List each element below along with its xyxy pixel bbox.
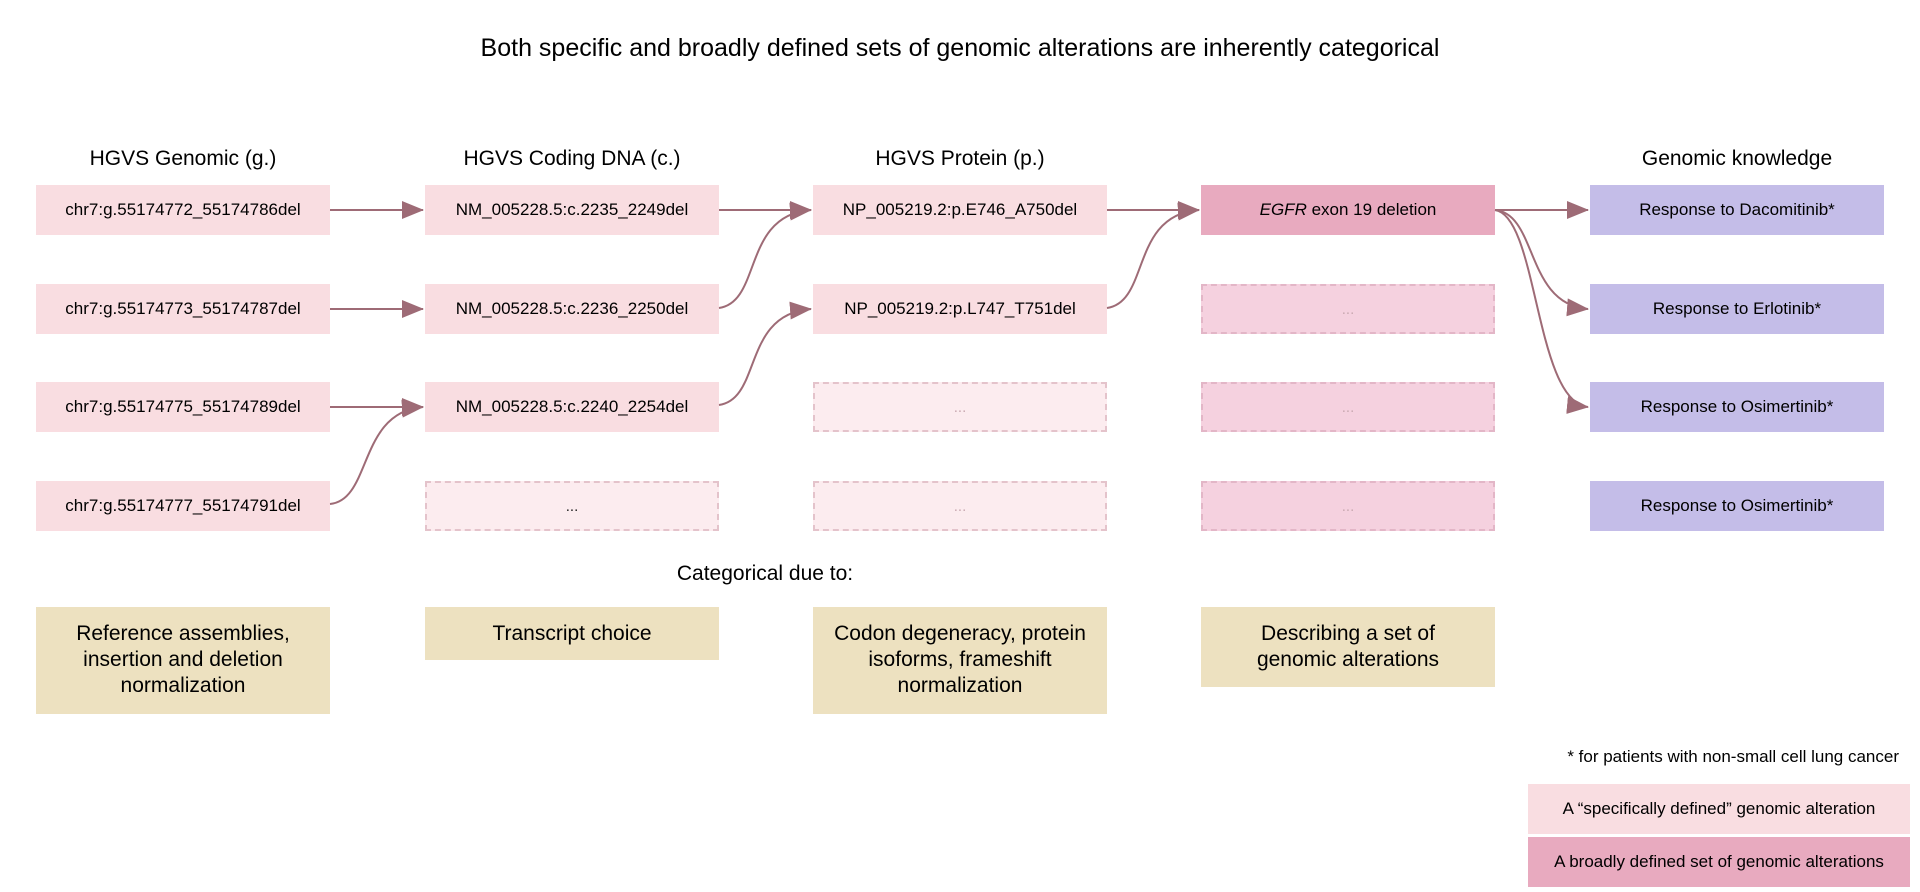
protein-placeholder-box: ... xyxy=(813,382,1107,432)
arrow xyxy=(718,301,812,406)
broad-set-box: EGFR exon 19 deletion xyxy=(1201,185,1495,235)
coding-dna-placeholder-box: ... xyxy=(425,481,719,531)
reason-box: Reference assemblies, insertion and dele… xyxy=(36,607,330,714)
protein-box: NP_005219.2:p.E746_A750del xyxy=(813,185,1107,235)
reason-box: Codon degeneracy, protein isoforms, fram… xyxy=(813,607,1107,714)
legend-specific: A “specifically defined” genomic alterat… xyxy=(1528,784,1910,834)
categorical-label: Categorical due to: xyxy=(676,562,854,585)
broad-set-placeholder-box: ... xyxy=(1201,382,1495,432)
protein-box: NP_005219.2:p.L747_T751del xyxy=(813,284,1107,334)
genomic-alteration-box: chr7:g.55174772_55174786del xyxy=(36,185,330,235)
knowledge-box: Response to Erlotinib* xyxy=(1590,284,1884,334)
knowledge-box: Response to Dacomitinib* xyxy=(1590,185,1884,235)
diagram-title: Both specific and broadly defined sets o… xyxy=(480,34,1440,62)
header-genomic: HGVS Genomic (g.) xyxy=(89,147,277,170)
header-protein: HGVS Protein (p.) xyxy=(875,147,1045,170)
coding-dna-box: NM_005228.5:c.2235_2249del xyxy=(425,185,719,235)
coding-dna-box: NM_005228.5:c.2236_2250del xyxy=(425,284,719,334)
protein-placeholder-box: ... xyxy=(813,481,1107,531)
arrow xyxy=(1106,202,1200,309)
coding-dna-box: NM_005228.5:c.2240_2254del xyxy=(425,382,719,432)
broad-set-placeholder-box: ... xyxy=(1201,284,1495,334)
header-coding-dna: HGVS Coding DNA (c.) xyxy=(463,147,681,170)
arrow xyxy=(718,202,812,309)
genomic-alteration-box: chr7:g.55174773_55174787del xyxy=(36,284,330,334)
header-genomic-knowledge: Genomic knowledge xyxy=(1641,147,1833,170)
genomic-alteration-box: chr7:g.55174775_55174789del xyxy=(36,382,330,432)
gene-name: EGFR xyxy=(1259,200,1307,219)
arrow xyxy=(329,399,424,505)
broad-set-label: exon 19 deletion xyxy=(1311,200,1437,219)
knowledge-box: Response to Osimertinib* xyxy=(1590,382,1884,432)
genomic-alteration-box: chr7:g.55174777_55174791del xyxy=(36,481,330,531)
arrow xyxy=(1494,209,1589,414)
knowledge-box: Response to Osimertinib* xyxy=(1590,481,1884,531)
arrow xyxy=(1494,209,1589,317)
footnote: * for patients with non-small cell lung … xyxy=(1567,747,1899,766)
reason-box: Transcript choice xyxy=(425,607,719,660)
reason-box: Describing a set of genomic alterations xyxy=(1201,607,1495,687)
broad-set-placeholder-box: ... xyxy=(1201,481,1495,531)
legend-broad: A broadly defined set of genomic alterat… xyxy=(1528,837,1910,887)
